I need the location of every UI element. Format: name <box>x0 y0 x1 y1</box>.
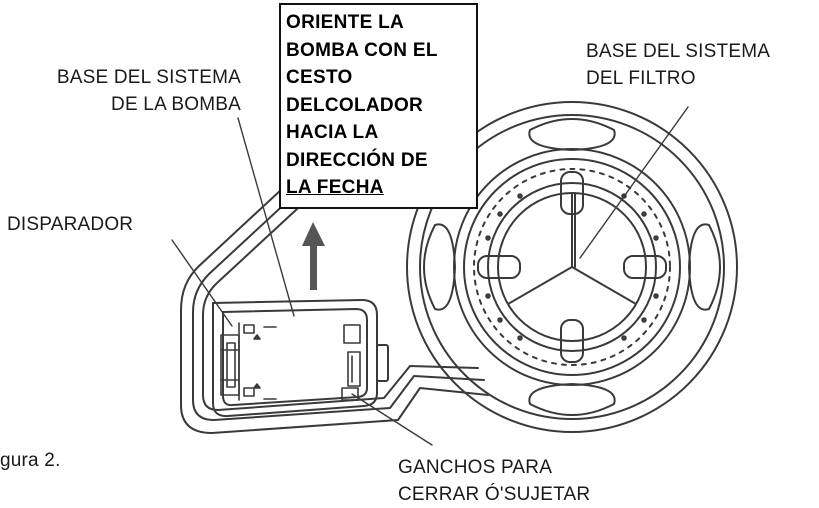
label-hooks-line1: GANCHOS PARA <box>398 457 553 478</box>
callout-line: DELCOLADOR <box>286 94 424 116</box>
figure-caption: gura 2. <box>0 450 61 471</box>
label-trigger: DISPARADOR <box>7 214 134 235</box>
callout-line: ORIENTE LA <box>286 12 405 33</box>
leader-pump-base <box>237 117 295 317</box>
label-filter-base: BASE DEL SISTEMA DEL FILTRO <box>586 38 770 92</box>
trigger-mechanism <box>220 322 277 401</box>
callout-line: CESTO <box>286 67 353 88</box>
closure-hooks <box>341 324 361 401</box>
pump-base <box>212 299 389 418</box>
leader-hooks <box>351 393 433 446</box>
filter-base <box>406 101 738 433</box>
leader-trigger <box>171 239 233 327</box>
label-hooks: GANCHOS PARA CERRAR Ó'SUJETAR <box>398 454 590 508</box>
label-pump-base-line1: BASE DEL SISTEMA <box>56 67 241 88</box>
callout-line: LA FECHA <box>286 177 384 198</box>
label-pump-base: BASE DEL SISTEMA DE LA BOMBA <box>0 64 241 118</box>
label-filter-base-line2: DEL FILTRO <box>586 68 696 89</box>
orientation-callout: ORIENTE LA BOMBA CON EL CESTO DELCOLADOR… <box>279 3 478 209</box>
leader-lines <box>171 106 689 446</box>
callout-line: HACIA LA <box>286 122 379 143</box>
direction-arrow-icon <box>302 222 325 290</box>
leader-filter-base <box>579 106 689 259</box>
label-pump-base-line2: DE LA BOMBA <box>111 94 241 115</box>
label-hooks-line2: CERRAR Ó'SUJETAR <box>398 484 591 505</box>
callout-line: DIRECCIÓN DE <box>286 149 428 171</box>
callout-line: BOMBA CON EL <box>286 39 438 61</box>
label-filter-base-line1: BASE DEL SISTEMA <box>586 41 771 62</box>
